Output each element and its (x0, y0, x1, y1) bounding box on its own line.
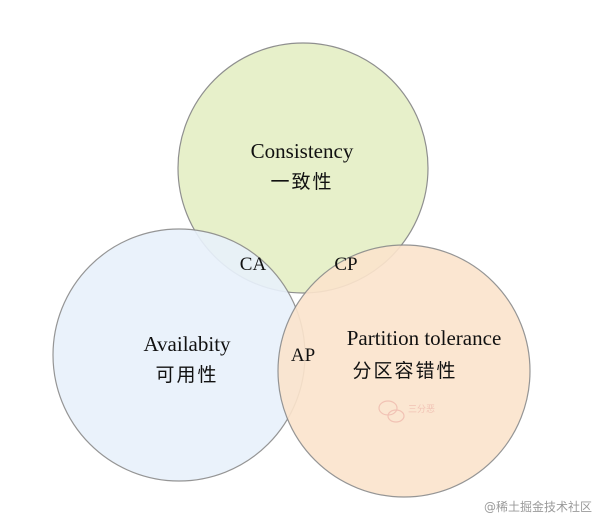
ca-intersection-label: CA (240, 254, 267, 275)
consistency-label-zh: 一致性 (270, 171, 333, 193)
consistency-label-en: Consistency (251, 139, 354, 163)
partition-label-zh: 分区容错性 (352, 360, 457, 382)
partition-circle (277, 244, 531, 498)
availability-label-zh: 可用性 (155, 364, 218, 386)
watermark-logo-text: 三分恶 (408, 404, 435, 415)
consistency-circle (177, 42, 429, 294)
partition-label-en: Partition tolerance (347, 326, 502, 350)
watermark-text: @稀土掘金技术社区 (483, 500, 592, 514)
cp-intersection-label: CP (334, 254, 357, 275)
ap-intersection-label: AP (291, 345, 315, 366)
availability-label-en: Availabity (143, 332, 231, 356)
watermark-logo-icon: 三分恶 (378, 400, 435, 423)
